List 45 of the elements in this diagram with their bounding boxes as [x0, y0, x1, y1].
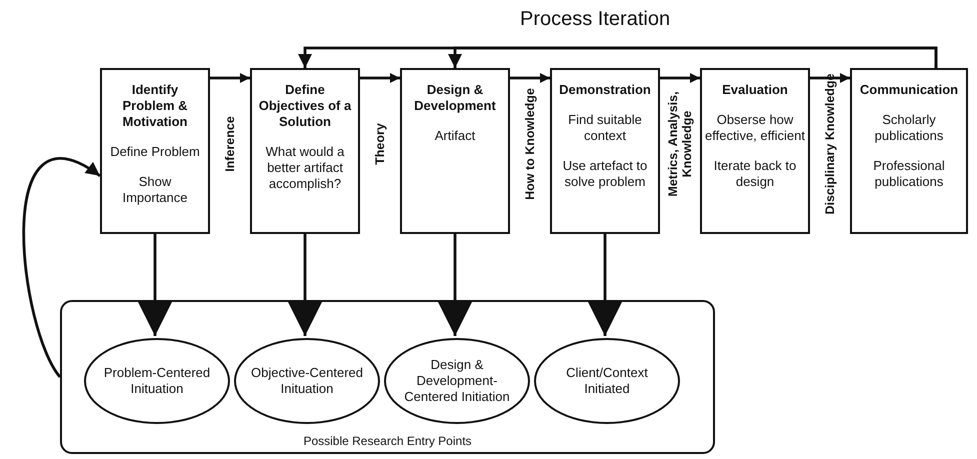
entry-points-panel — [60, 300, 715, 454]
edge-label: Theory — [373, 122, 387, 168]
edge-label: How to Knowledge — [523, 87, 537, 202]
step-title: Define Objectives of a Solution — [258, 82, 352, 130]
step-description: Iterate back to design — [712, 158, 798, 190]
arrow — [210, 73, 250, 83]
step-description: Artifact — [434, 128, 476, 144]
step-description: Scholarly publications — [874, 112, 944, 144]
arrow — [448, 46, 938, 68]
process-box — [100, 68, 210, 234]
process-box — [700, 68, 810, 234]
process-box — [250, 68, 360, 234]
panel-caption: Possible Research Entry Points — [302, 434, 473, 448]
process-box — [550, 68, 660, 234]
arrow — [588, 234, 622, 336]
arrow — [810, 73, 850, 83]
arrow — [22, 157, 101, 378]
entry-point-label: Objective-Centered Inituation — [250, 365, 364, 397]
step-title: Communication — [860, 82, 958, 98]
edge-label: Disciplinary Knowledge — [823, 72, 837, 217]
step-description: Find suitable context — [567, 112, 643, 144]
step-title: Evaluation — [722, 82, 788, 98]
step-description: What would a better artifact accomplish? — [264, 144, 346, 192]
arrow — [438, 234, 472, 336]
process-box — [850, 68, 968, 234]
arrow — [510, 73, 550, 83]
step-title: Demonstration — [559, 82, 651, 98]
entry-point-label: Client/Context Initiated — [565, 365, 649, 397]
edge-label: Inference — [223, 116, 237, 174]
step-description: Define Problem — [110, 144, 200, 160]
step-description: Obserse how effective, efficient — [705, 112, 805, 144]
process-box — [400, 68, 510, 234]
arrow — [660, 73, 700, 83]
entry-point-label: Problem-Centered Inituation — [102, 365, 212, 397]
arrow — [288, 234, 322, 336]
step-title: Identify Problem & Motivation — [121, 82, 188, 130]
arrow — [360, 73, 400, 83]
step-title: Design & Development — [413, 82, 497, 114]
arrow — [138, 234, 172, 336]
edge-label: Metrics, Analysis, Knowledge — [666, 90, 694, 199]
step-description: Show Importance — [121, 174, 189, 206]
step-description: Professional publications — [872, 158, 946, 190]
diagram-title: Process Iteration — [520, 8, 670, 31]
entry-point-label: Design & Development-Centered Initiation — [403, 357, 511, 405]
step-description: Use artefact to solve problem — [562, 158, 648, 190]
